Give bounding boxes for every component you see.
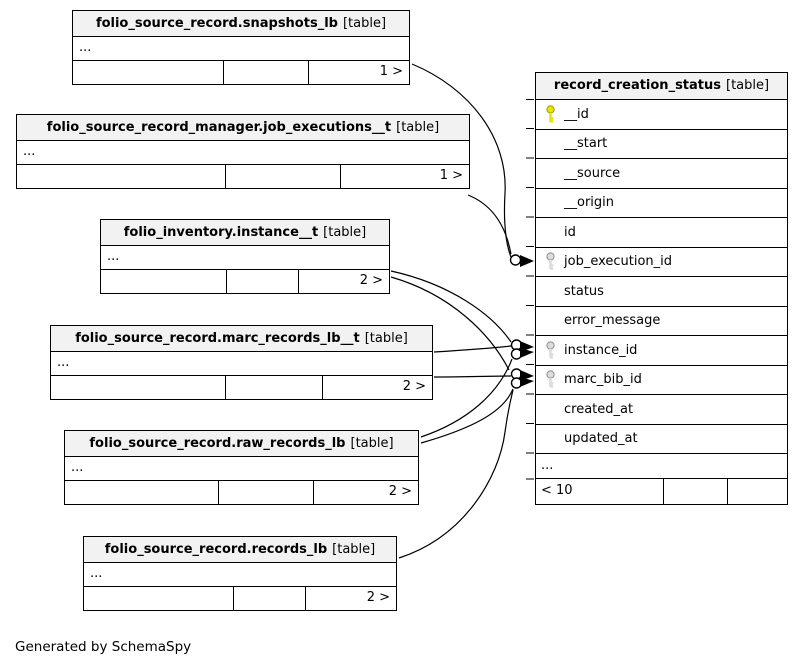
table-name: folio_inventory.instance__t [123, 225, 319, 240]
footer-cell [226, 165, 341, 188]
column-row-origin[interactable]: __origin [536, 189, 787, 218]
hidden-parents-count[interactable]: < 10 [536, 479, 664, 504]
table-type-label: [table] [332, 542, 376, 557]
foreign-key-icon [545, 252, 555, 271]
column-name: __id [564, 106, 589, 122]
footer-cell [664, 479, 728, 504]
footer-cell [219, 481, 314, 504]
columns-ellipsis: ... [73, 37, 409, 61]
table-name: folio_source_record.raw_records_lb [89, 436, 346, 451]
relationship-edge [433, 375, 512, 378]
footer-cell [17, 165, 226, 188]
table-type-label: [table] [350, 436, 394, 451]
footer-cell [65, 481, 219, 504]
hidden-children-count[interactable]: 2 > [366, 590, 390, 605]
hidden-children-count[interactable]: 1 > [379, 64, 403, 79]
table-header[interactable]: record_creation_status [table] [536, 73, 787, 100]
table-header[interactable]: folio_source_record.marc_records_lb__t [t… [51, 326, 432, 352]
table-name: record_creation_status [553, 78, 721, 93]
columns-ellipsis: ... [536, 454, 787, 479]
columns-ellipsis: ... [84, 563, 396, 587]
relationship-edge [433, 345, 512, 353]
hidden-children-count[interactable]: 1 > [439, 168, 463, 183]
column-name: __source [564, 165, 621, 181]
hidden-children-count[interactable]: 2 > [402, 379, 426, 394]
footer-cell [73, 61, 224, 84]
edge-arrowheads [520, 255, 534, 387]
table-header[interactable]: folio_source_record.raw_records_lb [table… [65, 431, 418, 457]
table-name: folio_source_record.snapshots_lb [95, 16, 338, 31]
column-row-status[interactable]: status [536, 277, 787, 307]
relationship-edge [420, 388, 514, 444]
table-node-marc-records-lb-t: folio_source_record.marc_records_lb__t [t… [50, 325, 433, 400]
table-node-snapshots-lb: folio_source_record.snapshots_lb[table] … [72, 10, 410, 85]
hidden-children-count[interactable]: 2 > [388, 484, 412, 499]
column-name: status [564, 283, 604, 299]
column-row-updated-at[interactable]: updated_at [536, 425, 787, 454]
column-name: marc_bib_id [564, 372, 642, 388]
column-name: instance_id [564, 342, 638, 358]
foreign-key-icon [545, 370, 555, 389]
table-type-label: [table] [342, 16, 387, 31]
column-row-start[interactable]: __start [536, 130, 787, 159]
column-row-source[interactable]: __source [536, 159, 787, 189]
hidden-children-count[interactable]: 2 > [359, 273, 383, 288]
footer-cell [101, 270, 227, 293]
relationship-edge [420, 358, 513, 438]
column-name: updated_at [564, 431, 638, 447]
table-node-job-executions-t: folio_source_record_manager.job_executio… [16, 114, 470, 189]
table-name: folio_source_record_manager.job_executio… [46, 120, 392, 135]
table-node-record-creation-status: record_creation_status [table] __id __sta… [535, 72, 788, 505]
table-node-raw-records-lb: folio_source_record.raw_records_lb [table… [64, 430, 419, 505]
column-row-error-message[interactable]: error_message [536, 307, 787, 336]
table-type-label: [table] [323, 225, 367, 240]
footer-cell [234, 587, 306, 610]
column-row-job-execution-id[interactable]: job_execution_id [536, 248, 787, 277]
column-name: __start [564, 136, 608, 152]
column-name: job_execution_id [564, 254, 673, 270]
column-name: id [564, 224, 576, 240]
columns-ellipsis: ... [101, 246, 389, 270]
column-row-marc-bib-id[interactable]: marc_bib_id [536, 366, 787, 395]
table-header[interactable]: folio_source_record.records_lb [table] [84, 537, 396, 563]
table-name: folio_source_record.records_lb [104, 542, 328, 557]
column-name: error_message [564, 313, 661, 329]
column-row-instance-id[interactable]: instance_id [536, 336, 787, 366]
columns-ellipsis: ... [51, 352, 432, 376]
footer-cell [51, 376, 226, 399]
columns-ellipsis: ... [17, 141, 469, 165]
foreign-key-icon [545, 341, 555, 359]
relationship-edge [467, 194, 512, 255]
footer-cell [227, 270, 299, 293]
column-name: __origin [564, 195, 615, 211]
table-type-label: [table] [364, 331, 408, 346]
table-node-instance-t: folio_inventory.instance__t [table] ... 2… [100, 219, 390, 294]
footer-cell [728, 479, 787, 504]
footer-cell [224, 61, 309, 84]
table-type-label: [table] [396, 120, 440, 135]
row-ticks [526, 99, 534, 480]
table-header[interactable]: folio_inventory.instance__t [table] [101, 220, 389, 246]
generated-by-note: Generated by SchemaSpy [15, 639, 192, 655]
edge-terminator-circles [509, 254, 523, 389]
table-header[interactable]: folio_source_record_manager.job_executio… [17, 115, 469, 141]
footer-cell [226, 376, 323, 399]
column-row-id[interactable]: id [536, 218, 787, 248]
column-row-id-meta[interactable]: __id [536, 100, 787, 130]
table-type-label: [table] [726, 78, 770, 93]
primary-key-icon [545, 105, 555, 123]
table-node-records-lb: folio_source_record.records_lb [table] ..… [83, 536, 397, 611]
columns-ellipsis: ... [65, 457, 418, 481]
column-name: created_at [564, 401, 634, 417]
footer-cell [84, 587, 234, 610]
table-header[interactable]: folio_source_record.snapshots_lb [table] [73, 11, 409, 37]
column-row-created-at[interactable]: created_at [536, 395, 787, 425]
table-name: folio_source_record.marc_records_lb__t [75, 331, 360, 346]
